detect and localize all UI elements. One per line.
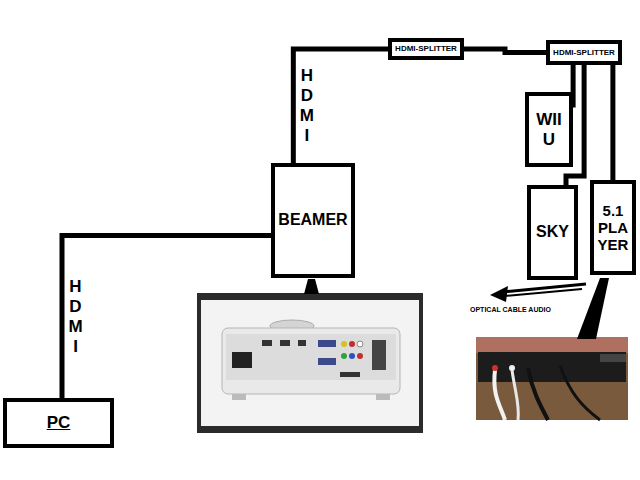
hdmi-cable <box>610 65 615 180</box>
hdmi-cable <box>464 49 546 53</box>
hdmi-cable <box>62 236 271 399</box>
box-text: HDMI-SPLITTER <box>553 48 615 57</box>
projector-photo <box>197 293 423 433</box>
optical-arrow <box>490 284 586 302</box>
box-text: PC <box>47 413 71 433</box>
box-text: SKY <box>536 223 569 241</box>
box-text: BEAMER <box>278 211 347 229</box>
cable-label: HDMI <box>68 277 83 357</box>
cable-label: HDMI <box>299 66 314 146</box>
box-text: WII U <box>532 110 566 149</box>
cable-label: OPTICAL CABLE AUDIO <box>470 306 551 313</box>
device-box: BEAMER <box>271 163 354 278</box>
pointer <box>304 279 319 294</box>
box-text: HDMI-SPLITTER <box>395 44 457 53</box>
box-text: 5.1 PLAYER <box>597 202 629 254</box>
hdmi-cable <box>293 49 388 163</box>
pointer <box>577 278 609 339</box>
device-box: SKY <box>527 185 578 280</box>
device-box: WII U <box>525 92 573 167</box>
device-box: 5.1 PLAYER <box>590 180 636 275</box>
splitter-box: HDMI-SPLITTER <box>388 38 464 60</box>
device-photo <box>476 337 628 420</box>
device-box: PC <box>3 398 114 448</box>
splitter-box: HDMI-SPLITTER <box>546 40 622 65</box>
